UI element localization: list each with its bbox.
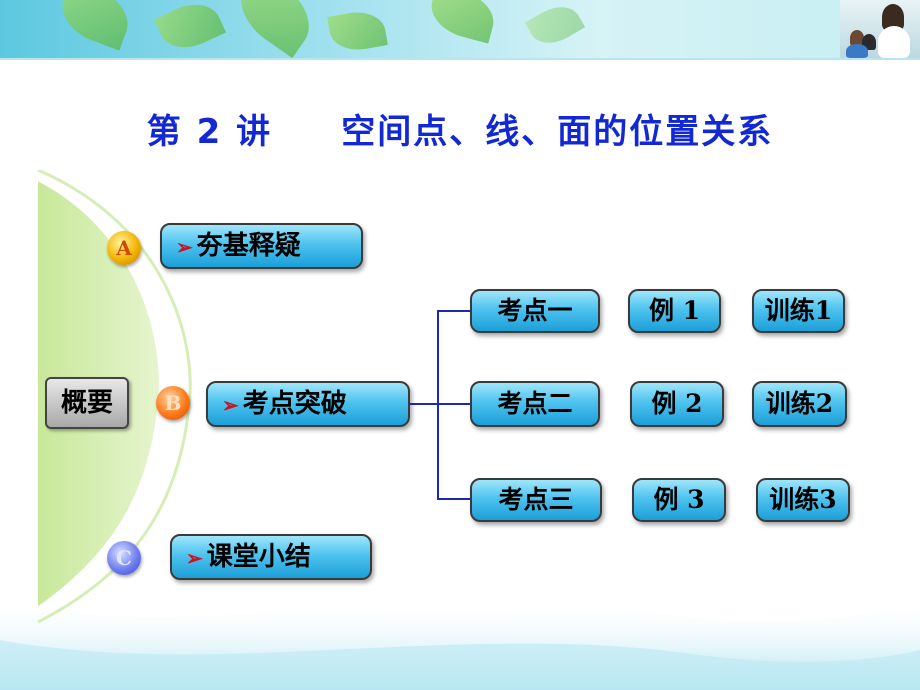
practice-2-button[interactable]: 训练2 bbox=[752, 381, 847, 427]
leaf-decoration bbox=[226, 0, 324, 58]
play-arrow-icon: ➢ bbox=[176, 235, 193, 259]
connector-line bbox=[437, 403, 471, 405]
connector-line bbox=[437, 310, 439, 500]
connector-line bbox=[437, 310, 471, 312]
kaodian-1-button[interactable]: 考点一 bbox=[470, 289, 600, 333]
header-divider bbox=[0, 58, 920, 60]
example-1-button[interactable]: 例 1 bbox=[628, 289, 721, 333]
leaf-decoration bbox=[153, 0, 227, 58]
kaodian-3-button[interactable]: 考点三 bbox=[470, 478, 602, 522]
page-title: 第 2 讲 空间点、线、面的位置关系 bbox=[0, 104, 920, 153]
connector-line bbox=[437, 498, 471, 500]
lecture-number: 第 2 讲 bbox=[146, 112, 273, 152]
practice-1-button[interactable]: 训练1 bbox=[752, 289, 845, 333]
overview-label: 概要 bbox=[45, 377, 129, 429]
section-label: 夯基释疑 bbox=[196, 231, 301, 261]
footer-wave-decoration bbox=[0, 598, 920, 690]
leaf-decoration bbox=[327, 7, 388, 55]
example-2-button[interactable]: 例 2 bbox=[630, 381, 724, 427]
section-xiaojie-button[interactable]: ➢课堂小结 bbox=[170, 534, 372, 580]
section-label: 考点突破 bbox=[242, 389, 347, 419]
play-arrow-icon: ➢ bbox=[222, 393, 239, 417]
teacher-students-photo bbox=[840, 0, 920, 58]
example-3-button[interactable]: 例 3 bbox=[632, 478, 726, 522]
leaf-decoration bbox=[53, 0, 137, 51]
section-label: 课堂小结 bbox=[206, 542, 311, 572]
leaf-decoration bbox=[524, 0, 586, 53]
play-arrow-icon: ➢ bbox=[186, 546, 203, 570]
leaf-decoration bbox=[425, 0, 500, 44]
section-kaodian-button[interactable]: ➢考点突破 bbox=[206, 381, 410, 427]
connector-line bbox=[410, 403, 438, 405]
header-banner bbox=[0, 0, 920, 58]
practice-3-button[interactable]: 训练3 bbox=[756, 478, 850, 522]
kaodian-2-button[interactable]: 考点二 bbox=[470, 381, 600, 427]
section-jichu-button[interactable]: ➢夯基释疑 bbox=[160, 223, 363, 269]
badge-a-icon: A bbox=[107, 231, 141, 265]
badge-b-icon: B bbox=[156, 386, 190, 420]
lecture-topic: 空间点、线、面的位置关系 bbox=[341, 112, 774, 152]
badge-c-icon: C bbox=[107, 541, 141, 575]
